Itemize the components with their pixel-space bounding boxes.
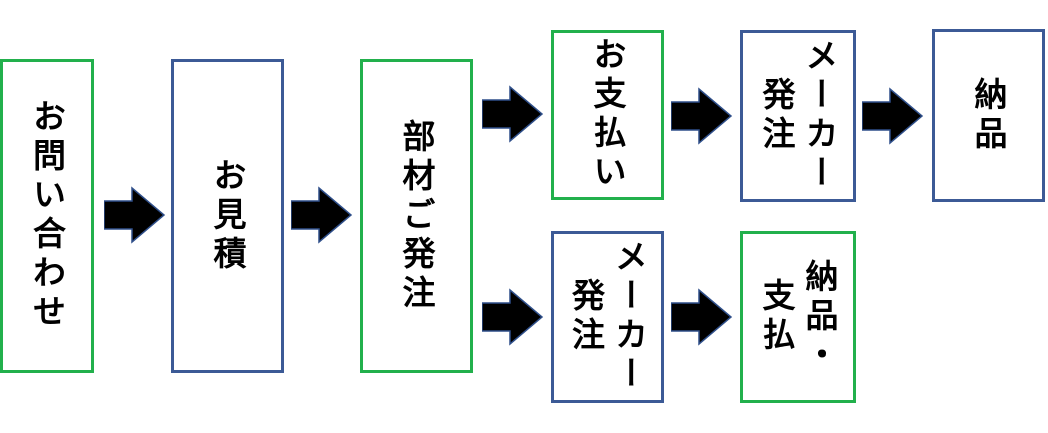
- arrow-payment-to-maker-top: [671, 87, 733, 145]
- node-payment-label: お支払い: [588, 37, 627, 193]
- node-inquiry-label: お問い合わせ: [27, 99, 67, 333]
- node-maker-order-top-label-2: 発注: [757, 77, 796, 155]
- node-delivery-payment-label-2: 支払: [757, 278, 796, 356]
- arrow-inquiry-to-estimate: [104, 186, 166, 244]
- arrow-materials-to-payment: [482, 85, 544, 143]
- arrow-estimate-to-materials: [291, 186, 353, 244]
- node-inquiry: お問い合わせ: [0, 59, 94, 373]
- node-estimate: お見積: [171, 59, 284, 373]
- arrow-maker-bottom-to-delivery-payment: [671, 288, 733, 346]
- node-materials-order: 部材ご発注: [360, 59, 473, 373]
- node-delivery-label: 納品: [969, 76, 1008, 155]
- node-maker-order-bottom-label-1: メーカー: [609, 239, 649, 395]
- arrow-materials-to-maker-bottom: [482, 288, 544, 346]
- node-maker-order-top: メーカー 発注: [740, 30, 856, 202]
- node-maker-order-top-label-1: メーカー: [800, 38, 839, 194]
- node-delivery: 納品: [932, 29, 1045, 202]
- node-materials-order-label: 部材ご発注: [397, 118, 436, 314]
- node-maker-order-bottom-label-2: 発注: [566, 278, 606, 356]
- node-payment: お支払い: [551, 30, 664, 200]
- node-estimate-label: お見積: [208, 157, 247, 275]
- arrow-maker-top-to-delivery: [862, 87, 924, 145]
- node-delivery-payment-label-1: 納品・: [800, 258, 839, 376]
- node-maker-order-bottom: メーカー 発注: [551, 231, 664, 403]
- node-delivery-payment: 納品・ 支払: [740, 231, 856, 403]
